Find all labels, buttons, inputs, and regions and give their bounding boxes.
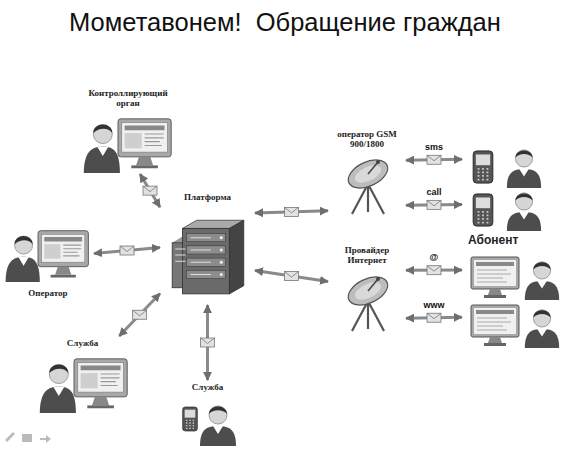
edge-label: www — [422, 300, 445, 310]
node-label: Контроллирующий орган — [82, 88, 174, 109]
node-label: Оператор — [28, 288, 67, 298]
edge-label-box: @ — [429, 252, 440, 262]
node-label: Служба — [192, 382, 223, 392]
envelope-icon — [427, 266, 441, 275]
envelope-icon — [285, 272, 299, 281]
node-box: Провайдер Интернет — [328, 244, 406, 338]
page-title: Мометавонем! Обращение граждан — [0, 8, 570, 37]
envelope-icon — [427, 200, 441, 209]
envelope-icon — [120, 246, 134, 255]
node-box: Абонент — [462, 145, 568, 350]
node-box: Оператор — [2, 222, 94, 312]
edge-label-box: call — [425, 187, 442, 197]
connector-line — [140, 174, 160, 207]
edge-label: @ — [429, 252, 440, 262]
connector-line — [255, 271, 328, 282]
node-box: Контроллирующий орган — [68, 86, 188, 174]
envelope-icon — [427, 155, 441, 164]
envelope-icon — [201, 338, 215, 347]
node-box: Служба — [170, 380, 245, 448]
connector — [255, 207, 328, 216]
envelope-icon — [427, 313, 441, 322]
node-label: Платформа — [184, 192, 231, 202]
node-label: оператор GSM 900/1800 — [334, 129, 400, 150]
edge-label-box: www — [422, 300, 445, 310]
connector — [406, 200, 462, 209]
edge-label: sms — [424, 142, 444, 152]
edge-label-box: sms — [424, 142, 444, 152]
envelope-icon — [133, 310, 147, 319]
node-box: Платформа — [160, 190, 255, 305]
node-label: Служба — [67, 338, 98, 348]
envelope-icon — [143, 186, 157, 195]
edge-label: call — [425, 187, 442, 197]
node-label: Абонент — [468, 234, 518, 248]
connector — [94, 246, 160, 255]
connector — [406, 266, 462, 275]
connector-line — [119, 294, 160, 337]
envelope-icon — [285, 207, 299, 216]
node-box: оператор GSM 900/1800 — [328, 128, 406, 220]
connector — [255, 271, 328, 282]
node-label: Провайдер Интернет — [334, 245, 400, 266]
connector — [119, 294, 160, 337]
node-box: Служба — [30, 336, 135, 416]
connector — [201, 305, 215, 380]
connector — [406, 155, 462, 164]
connector — [406, 313, 462, 322]
connector — [140, 174, 160, 207]
